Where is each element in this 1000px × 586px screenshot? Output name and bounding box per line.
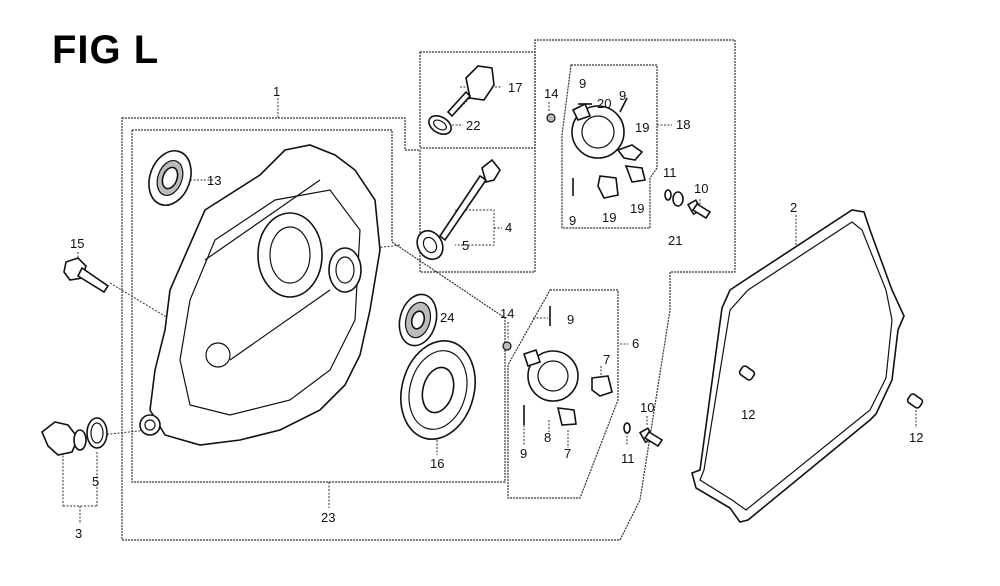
bearing-16[interactable] [390, 332, 485, 447]
callout-14-lower: 14 [500, 306, 514, 321]
gasket-2[interactable] [691, 209, 905, 523]
clip-14-upper[interactable] [546, 113, 556, 123]
drain-plug-3[interactable] [41, 421, 87, 456]
callout-19-right: 19 [630, 201, 644, 216]
callout-2: 2 [790, 200, 797, 215]
washer-11-upper[interactable] [664, 189, 672, 201]
callout-7-slider: 7 [564, 446, 571, 461]
callout-8: 8 [544, 430, 551, 445]
bolt-15[interactable] [63, 257, 110, 294]
callout-12-left: 12 [741, 407, 755, 422]
callout-17: 17 [508, 80, 522, 95]
governor-gear-20[interactable] [571, 102, 625, 159]
group-box-23 [131, 129, 506, 483]
callout-19-left: 19 [602, 210, 616, 225]
oil-switch-17[interactable] [446, 65, 495, 118]
callout-20: 20 [597, 96, 611, 111]
group-box-17 [419, 51, 536, 149]
washer-21[interactable] [672, 191, 684, 207]
callout-4: 4 [505, 220, 512, 235]
callout-12-right: 12 [909, 430, 923, 445]
bolt-10-upper[interactable] [686, 199, 712, 220]
callout-1: 1 [273, 84, 280, 99]
callout-9-lower: 9 [520, 446, 527, 461]
callout-21: 21 [668, 233, 682, 248]
group-box-6 [507, 289, 619, 499]
callout-9-upper: 9 [567, 312, 574, 327]
callout-6: 6 [632, 336, 639, 351]
callout-23: 23 [321, 510, 335, 525]
callout-5-gauge: 5 [462, 238, 469, 253]
callout-24: 24 [440, 310, 454, 325]
governor-gear-8[interactable] [522, 348, 579, 402]
callout-22: 22 [466, 118, 480, 133]
bearing-24[interactable] [394, 290, 442, 350]
o-ring-22[interactable] [426, 112, 455, 138]
callout-14-upper: 14 [544, 86, 558, 101]
callout-9-box18-c: 9 [569, 213, 576, 228]
dowel-pin-12-left[interactable] [738, 365, 756, 381]
pin-9-upper-right[interactable] [619, 97, 628, 113]
o-ring-5-drain[interactable] [86, 417, 108, 449]
callout-10-upper: 10 [694, 181, 708, 196]
callout-19-upper: 19 [635, 120, 649, 135]
slider-19-left[interactable] [597, 175, 619, 199]
clip-14-lower[interactable] [502, 341, 512, 351]
slider-19-right[interactable] [624, 165, 646, 183]
callout-18: 18 [676, 117, 690, 132]
holder-19-upper[interactable] [616, 144, 644, 161]
callout-9-box18-b: 9 [619, 88, 626, 103]
callout-11-lower: 11 [621, 451, 635, 466]
callout-10-lower: 10 [640, 400, 654, 415]
callout-15: 15 [70, 236, 84, 251]
holder-7-right[interactable] [591, 375, 613, 397]
oil-gauge-4[interactable] [438, 158, 501, 242]
group-box-1 [121, 39, 736, 541]
callout-16: 16 [430, 456, 444, 471]
callout-11-upper: 11 [663, 165, 677, 180]
callout-9-box18-a: 9 [579, 76, 586, 91]
bolt-10-lower[interactable] [638, 427, 664, 448]
oil-seal-13[interactable] [142, 145, 199, 211]
washer-11-lower[interactable] [623, 422, 631, 434]
callout-3: 3 [75, 526, 82, 541]
group-box-18 [561, 64, 658, 229]
callout-5-drain: 5 [92, 474, 99, 489]
callout-7-holder: 7 [603, 352, 610, 367]
dowel-pin-12-right[interactable] [906, 393, 924, 409]
callout-13: 13 [207, 173, 221, 188]
o-ring-5-gauge[interactable] [412, 226, 448, 264]
crankcase-cover[interactable] [139, 144, 381, 446]
figure-title: FIG L [52, 28, 160, 72]
slider-7-lower[interactable] [556, 407, 577, 426]
